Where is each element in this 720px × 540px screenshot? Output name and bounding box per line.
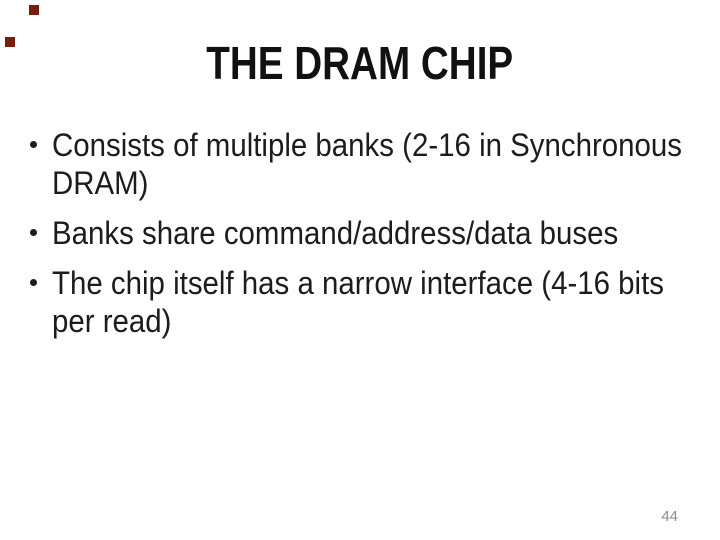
bullet-text-line: Banks share command/address/data buses <box>52 214 704 252</box>
bullet-item: Consists of multiple banks (2-16 in Sync… <box>28 126 704 202</box>
bullet-text-line: DRAM) <box>52 164 704 202</box>
bullet-icon <box>30 229 37 236</box>
bullet-item: The chip itself has a narrow interface (… <box>28 264 704 340</box>
bullet-text: per read) <box>52 303 172 339</box>
slide-title: THE DRAM CHIP <box>0 40 720 86</box>
slide-title-text: THE DRAM CHIP <box>206 37 514 89</box>
bullet-icon <box>30 141 37 148</box>
bullet-text-line: The chip itself has a narrow interface (… <box>52 264 704 302</box>
bullet-text: Consists of multiple banks (2-16 in Sync… <box>52 127 682 163</box>
bullet-text-line: Consists of multiple banks (2-16 in Sync… <box>52 126 704 164</box>
bullet-text-line: per read) <box>52 302 704 340</box>
bullet-text: DRAM) <box>52 165 149 201</box>
corner-decoration-square-top <box>29 5 39 15</box>
corner-decoration-square-left <box>5 37 15 47</box>
bullet-list: Consists of multiple banks (2-16 in Sync… <box>28 126 704 352</box>
bullet-text: The chip itself has a narrow interface (… <box>52 265 664 301</box>
page-number: 44 <box>661 508 678 525</box>
bullet-text: Banks share command/address/data buses <box>52 215 619 251</box>
bullet-icon <box>30 279 37 286</box>
bullet-item: Banks share command/address/data buses <box>28 214 704 252</box>
